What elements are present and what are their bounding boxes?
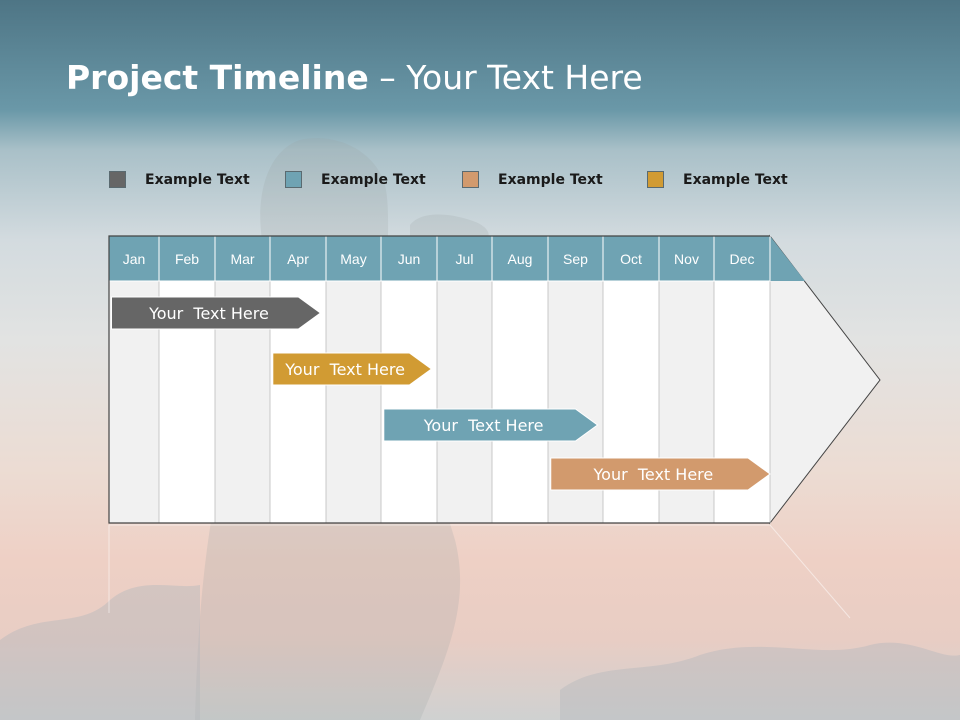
month-label-nov: Nov [674, 251, 699, 267]
legend-label: Example Text [321, 171, 426, 188]
month-label-jun: Jun [398, 251, 421, 267]
month-header-cell [325, 235, 382, 282]
task-bar-label: Your Text Here [284, 360, 405, 379]
task-bar-label: Your Text Here [423, 416, 544, 435]
month-header-cell [380, 235, 438, 282]
month-header-cell [108, 235, 160, 282]
month-header-cell [547, 235, 604, 282]
month-header-cell [713, 235, 771, 282]
month-label-apr: Apr [287, 251, 309, 267]
task-bar-shape [383, 408, 599, 442]
month-label-jul: Jul [456, 251, 474, 267]
month-column [491, 280, 549, 524]
legend-label: Example Text [498, 171, 603, 188]
month-column [325, 280, 382, 524]
month-column [436, 280, 493, 524]
task-bar-label: Your Text Here [148, 304, 269, 323]
month-label-feb: Feb [175, 251, 199, 267]
task-bar-shape [111, 296, 322, 330]
legend-swatch [647, 171, 664, 188]
legend-swatch [462, 171, 479, 188]
month-header-cell [436, 235, 493, 282]
arrow-head-header [770, 236, 805, 281]
task-bar-label: Your Text Here [593, 465, 714, 484]
month-label-mar: Mar [230, 251, 254, 267]
timeline-frame [108, 235, 770, 524]
task-bar-3: Your Text Here [383, 408, 599, 442]
month-label-may: May [340, 251, 366, 267]
month-column [380, 280, 438, 524]
month-label-jan: Jan [123, 251, 146, 267]
task-bar-4: Your Text Here [550, 457, 771, 491]
timeline-reflection [108, 524, 851, 619]
task-bar-1: Your Text Here [111, 296, 322, 330]
month-header-cell [269, 235, 327, 282]
task-bar-2: Your Text Here [272, 352, 433, 386]
month-label-sep: Sep [563, 251, 588, 267]
legend-item-2: Example Text [285, 171, 426, 188]
legend-swatch [109, 171, 126, 188]
task-bar-shape [550, 457, 771, 491]
legend-item-3: Example Text [462, 171, 603, 188]
legend-item-1: Example Text [109, 171, 250, 188]
legend-label: Example Text [683, 171, 788, 188]
month-header-cell [158, 235, 216, 282]
month-label-oct: Oct [620, 251, 642, 267]
legend-label: Example Text [145, 171, 250, 188]
title-bold: Project Timeline [66, 58, 369, 97]
month-label-dec: Dec [730, 251, 755, 267]
page-title: Project Timeline – Your Text Here [66, 58, 643, 97]
month-label-aug: Aug [508, 251, 533, 267]
legend-item-4: Example Text [647, 171, 788, 188]
month-header-cell [602, 235, 660, 282]
title-rest: – Your Text Here [368, 58, 643, 97]
legend-swatch [285, 171, 302, 188]
task-bar-shape [272, 352, 433, 386]
